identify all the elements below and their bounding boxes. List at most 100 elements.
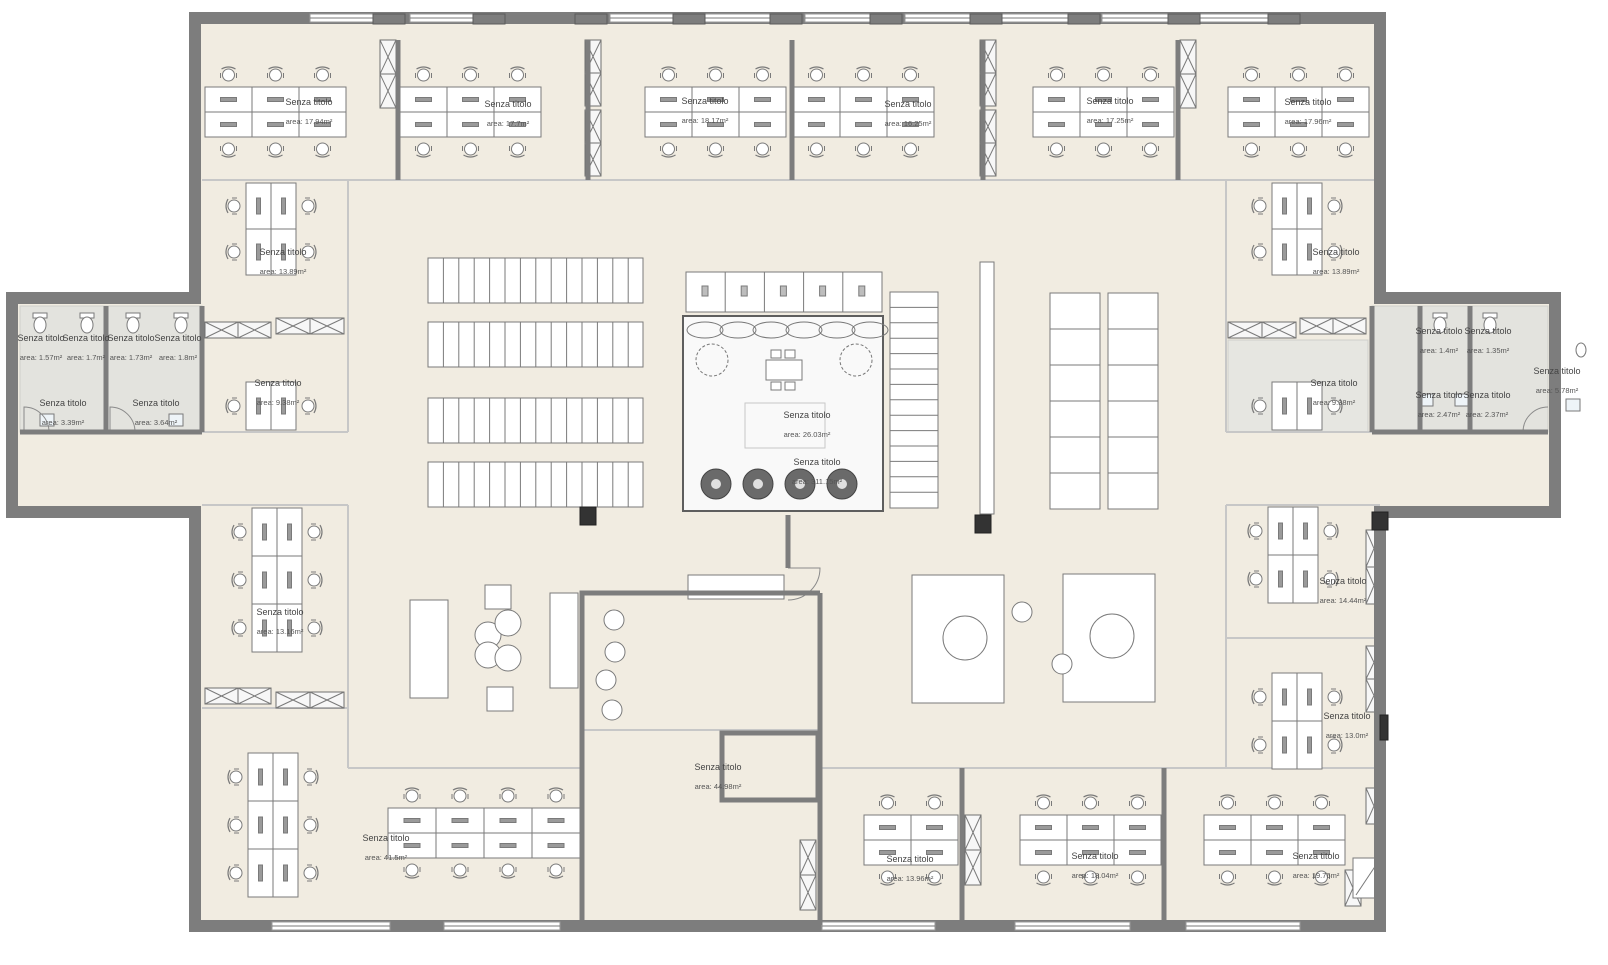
monitor	[1278, 570, 1283, 588]
armchair	[486, 686, 514, 712]
office-chair	[1035, 794, 1052, 810]
room-name: Senza titolo	[362, 833, 409, 843]
chair-seat	[227, 399, 241, 413]
pouf-center	[837, 479, 847, 489]
chair-back	[755, 154, 770, 158]
monitor	[1048, 97, 1065, 102]
monitor	[287, 571, 292, 589]
chair-seat	[233, 525, 247, 539]
chair-back	[1049, 154, 1064, 158]
cabinet-x	[964, 849, 982, 886]
chair-seat	[307, 573, 321, 587]
office-chair	[1129, 794, 1146, 810]
partition-column	[979, 261, 995, 515]
monitor	[1082, 850, 1099, 855]
chair-seat	[1323, 572, 1337, 586]
monitor	[256, 243, 261, 261]
exterior-wall	[6, 12, 1561, 932]
office-chair	[879, 870, 896, 886]
office-chair	[660, 142, 677, 158]
chair-seat	[810, 142, 823, 156]
meeting-table	[765, 359, 803, 381]
office-chair	[307, 619, 323, 637]
room-name: Senza titolo	[783, 410, 830, 420]
chair-seat	[1327, 399, 1341, 413]
chair-back	[1339, 689, 1343, 705]
cabinet-x	[204, 687, 239, 705]
chair-seat	[269, 68, 282, 82]
office-chair	[1243, 142, 1260, 158]
monitor	[1307, 197, 1312, 215]
monitor	[220, 97, 237, 102]
chair-back	[313, 198, 317, 214]
chair-back	[1036, 794, 1051, 798]
chair-seat	[1131, 796, 1144, 810]
office-chair	[1095, 142, 1112, 158]
room-name: Senza titolo	[1463, 390, 1510, 400]
chair-back	[1049, 66, 1064, 70]
room-name: Senza titolo	[694, 762, 741, 772]
chair-seat	[1253, 399, 1267, 413]
office-chair	[462, 142, 479, 158]
monitor	[1313, 825, 1330, 830]
room-area: area: 17.25m²	[1087, 116, 1134, 125]
office-chair	[1251, 197, 1267, 215]
chair-back	[1267, 882, 1282, 886]
chair-seat	[1339, 68, 1352, 82]
chair-back	[661, 66, 676, 70]
office-chair	[220, 66, 237, 82]
cabinet-x	[799, 874, 817, 911]
monitor	[220, 122, 237, 127]
chair-back	[880, 794, 895, 798]
office-chair	[1142, 66, 1159, 82]
room-name: Senza titolo	[254, 378, 301, 388]
office-chair	[307, 571, 323, 589]
office-chair	[1323, 570, 1339, 588]
cabinet-x	[237, 687, 272, 705]
column	[1267, 13, 1301, 25]
cabinet-x	[204, 321, 239, 339]
office-chair	[1035, 870, 1052, 886]
meeting-chair	[770, 381, 782, 391]
door-swing	[23, 406, 50, 433]
chair-seat	[301, 199, 315, 213]
chair-seat	[1327, 738, 1341, 752]
monitor	[258, 816, 263, 834]
chair-back	[227, 769, 231, 785]
office-chair	[754, 66, 771, 82]
room-name: Senza titolo	[793, 457, 840, 467]
room-name: Senza titolo	[132, 398, 179, 408]
monitor	[707, 122, 724, 127]
storage-cabinet	[204, 321, 272, 339]
chair-seat	[881, 796, 894, 810]
chair-seat	[222, 142, 235, 156]
coffee-table	[494, 609, 522, 637]
column	[672, 13, 706, 25]
chair-back	[463, 154, 478, 158]
chair-seat	[301, 245, 315, 259]
cabinet-x	[1179, 73, 1197, 109]
chair-back	[1335, 571, 1339, 587]
monitor	[754, 122, 771, 127]
cabinet-x	[1179, 39, 1197, 75]
pouf-center	[711, 479, 721, 489]
toilet	[32, 312, 48, 334]
cabinet-x	[309, 691, 345, 709]
office-chair	[1266, 794, 1283, 810]
chair-seat	[662, 142, 675, 156]
monitor	[1129, 850, 1146, 855]
column	[1371, 511, 1389, 531]
desk-cluster	[644, 86, 787, 138]
cabinet-handle	[779, 285, 787, 297]
pouf-center	[753, 479, 763, 489]
office-chair	[1251, 688, 1267, 706]
room-area: area: 311.15m²	[792, 477, 843, 486]
chair-back	[404, 787, 420, 791]
chair-back	[416, 154, 431, 158]
sofa	[409, 599, 449, 699]
column	[869, 13, 903, 25]
